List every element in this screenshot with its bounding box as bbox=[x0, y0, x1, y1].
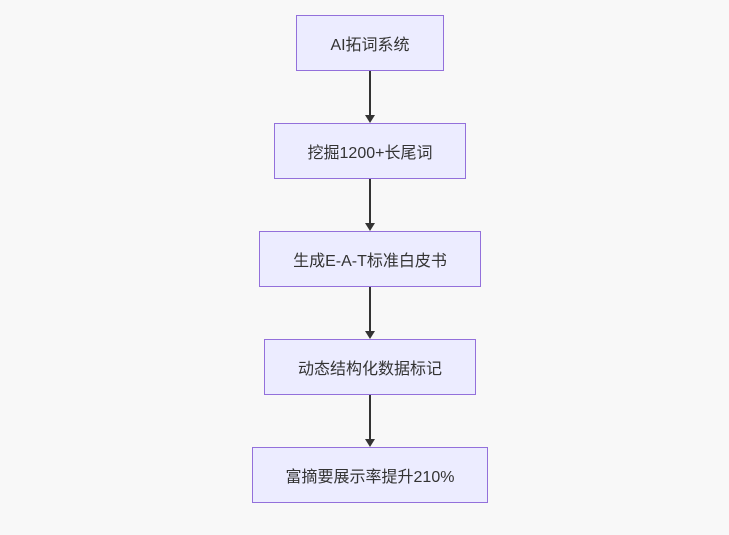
arrow-line bbox=[369, 395, 371, 441]
flow-node-rich-snippet-result: 富摘要展示率提升210% bbox=[251, 447, 489, 503]
flow-node-structured-data: 动态结构化数据标记 bbox=[264, 339, 477, 395]
arrow-down-icon bbox=[364, 179, 376, 231]
flow-node-ai-word-system: AI拓词系统 bbox=[296, 15, 444, 71]
arrowhead-icon bbox=[365, 439, 375, 447]
arrow-line bbox=[369, 71, 371, 117]
arrowhead-icon bbox=[365, 331, 375, 339]
flow-node-eat-whitepaper: 生成E-A-T标准白皮书 bbox=[259, 231, 481, 287]
arrow-down-icon bbox=[364, 287, 376, 339]
arrow-down-icon bbox=[364, 395, 376, 447]
flow-node-longtail-mining: 挖掘1200+长尾词 bbox=[273, 123, 467, 179]
arrow-down-icon bbox=[364, 71, 376, 123]
arrow-line bbox=[369, 287, 371, 333]
arrowhead-icon bbox=[365, 223, 375, 231]
arrowhead-icon bbox=[365, 115, 375, 123]
arrow-line bbox=[369, 179, 371, 225]
